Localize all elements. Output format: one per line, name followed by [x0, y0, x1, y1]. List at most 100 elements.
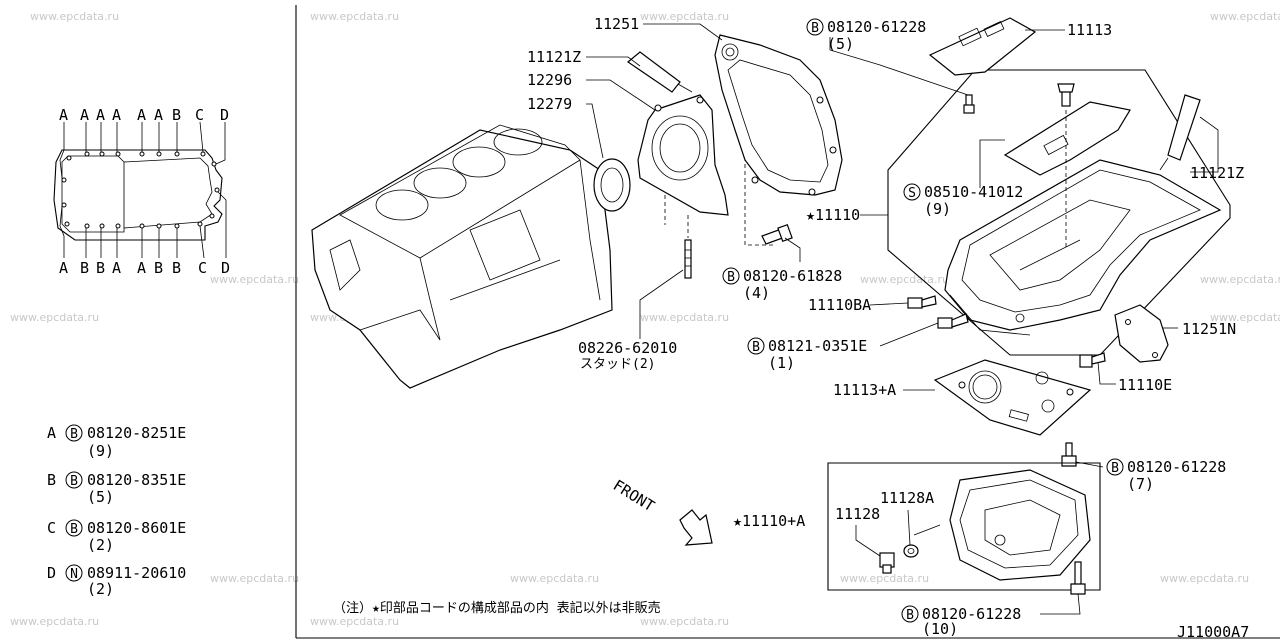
legend-row-a[interactable]: A B 08120-8251E (9)	[47, 424, 186, 460]
watermark: www.epcdata.ru	[640, 311, 729, 324]
watermark: www.epcdata.ru	[310, 10, 399, 23]
callout-08121-0351e[interactable]: 08121-0351E	[768, 337, 867, 355]
callout-leaders	[586, 23, 1219, 615]
watermark: www.epcdata.ru	[1160, 572, 1249, 585]
bolt-08120-61228-top[interactable]	[963, 94, 975, 114]
bolt-11110e[interactable]	[1079, 352, 1106, 368]
watermark: www.epcdata.ru	[640, 615, 729, 628]
legend-qty: (2)	[87, 536, 114, 554]
callout-11110[interactable]: ★11110	[806, 206, 860, 224]
drawing-number: J11000A7	[1177, 623, 1249, 640]
bolt-symbol: B	[811, 21, 819, 36]
bolt-letter: A	[137, 106, 146, 124]
bolt-symbol: B	[752, 340, 760, 355]
bolt-letter: B	[80, 259, 89, 277]
drain-plug-11128[interactable]	[879, 552, 895, 574]
bolt-symbol-icon	[65, 471, 83, 489]
bolt-11110ba[interactable]	[907, 295, 937, 309]
rear-oil-seal[interactable]	[593, 158, 631, 212]
callout-11251[interactable]: 11251	[594, 15, 639, 33]
callout-08120-61228-mid[interactable]: 08120-61228	[1127, 458, 1226, 476]
legend-row-d[interactable]: D N 08911-20610 (2)	[47, 564, 186, 598]
upper-oil-pan[interactable]	[944, 159, 1222, 336]
callout-11113[interactable]: 11113	[1067, 21, 1112, 39]
callout-qty: (4)	[743, 284, 770, 302]
legend-row-b[interactable]: B B 08120-8351E (5)	[47, 471, 186, 506]
bolt-letter: C	[195, 106, 204, 124]
callout-08120-61828[interactable]: 08120-61828	[743, 267, 842, 285]
watermark: www.epcdata.ru	[210, 273, 299, 286]
sealant-tube-right[interactable]	[1159, 94, 1201, 171]
callout-08120-61228-bot[interactable]: 08120-61228	[922, 605, 1021, 623]
callout-11128a[interactable]: 11128A	[880, 489, 934, 507]
sealant-tube-left[interactable]	[627, 51, 693, 93]
bolt-symbol-icon	[65, 424, 83, 442]
bolt-map-leaders	[59, 121, 227, 259]
callout-11121z-left[interactable]: 11121Z	[527, 48, 581, 66]
oil-pan-gasket[interactable]	[933, 359, 1092, 436]
watermark: www.epcdata.ru	[10, 311, 99, 324]
rear-plate[interactable]	[714, 34, 843, 196]
bolt-letter: A	[59, 106, 68, 124]
nut-symbol-icon	[65, 564, 83, 582]
cylinder-bore	[375, 189, 429, 221]
callout-11110ba[interactable]: 11110BA	[808, 296, 871, 314]
callout-11251n[interactable]: 11251N	[1182, 320, 1236, 338]
upper-pan-box	[887, 69, 1231, 356]
bolt-08121-0351e[interactable]	[937, 313, 969, 329]
oil-seal-retainer[interactable]	[637, 94, 729, 216]
cylinder-bore	[493, 128, 543, 156]
baffle-plate-top[interactable]	[928, 17, 1037, 76]
callout-12296[interactable]: 12296	[527, 71, 572, 89]
callout-08120-61228-top[interactable]: 08120-61228	[827, 18, 926, 36]
callout-12279[interactable]: 12279	[527, 95, 572, 113]
cylinder-block[interactable]	[311, 124, 613, 389]
watermark: www.epcdata.ru	[640, 10, 729, 23]
bolt-08120-61228-bot[interactable]	[1070, 561, 1086, 595]
callout-11110a[interactable]: ★11110+A	[733, 512, 805, 530]
cover-11251n[interactable]	[1114, 304, 1169, 363]
bolt-map-bottom-letters: A B B A A B B C D	[59, 259, 230, 277]
pan-inner-sump	[61, 155, 125, 233]
bolt-symbol-icon	[747, 337, 765, 355]
callout-11113a[interactable]: 11113+A	[833, 381, 896, 399]
watermark: www.epcdata.ru	[10, 615, 99, 628]
callout-08226-62010[interactable]: 08226-62010	[578, 339, 677, 357]
callout-qty: (10)	[922, 620, 958, 638]
watermark: www.epcdata.ru	[510, 572, 599, 585]
bolt-holes	[61, 151, 220, 229]
bolt-map-top-letters: A A A A A A B C D	[59, 106, 229, 124]
screw-symbol-icon	[903, 183, 921, 201]
bolt-symbol-icon	[901, 605, 919, 623]
front-arrow: FRONT	[610, 476, 713, 546]
legend-part: 08911-20610	[87, 564, 186, 582]
bolt-legend: A B 08120-8251E (9) B B 08120-8351E (5) …	[47, 424, 186, 598]
drain-washer-11128a[interactable]	[903, 544, 919, 558]
callout-11110e[interactable]: 11110E	[1118, 376, 1172, 394]
legend-key: C	[47, 519, 56, 537]
bolt-letter: A	[96, 106, 105, 124]
callout-11121z-right[interactable]: 11121Z	[1190, 164, 1244, 182]
watermark: www.epcdata.ru	[310, 615, 399, 628]
bolt-08120-61828[interactable]	[761, 223, 793, 245]
bolt-letter: C	[198, 259, 207, 277]
front-label: FRONT	[610, 476, 658, 515]
callout-qty: (1)	[768, 354, 795, 372]
legend-row-c[interactable]: C B 08120-8601E (2)	[47, 519, 186, 554]
callout-08510-41012[interactable]: 08510-41012	[924, 183, 1023, 201]
stud[interactable]	[684, 239, 692, 279]
bolt-symbol-icon	[722, 267, 740, 285]
bolt-letter: A	[154, 106, 163, 124]
callout-qty: (9)	[924, 200, 951, 218]
legend-key: A	[47, 424, 56, 442]
legend-prefix: B	[70, 474, 78, 489]
screw-08510-41012[interactable]	[1057, 83, 1075, 107]
bolt-map: A A A A A A B C D A B B A A B B C D	[53, 106, 230, 277]
bolt-letter: D	[220, 106, 229, 124]
lower-oil-pan[interactable]	[949, 469, 1091, 581]
callout-11128[interactable]: 11128	[835, 505, 880, 523]
screw-symbol: S	[908, 186, 916, 201]
bolt-letter: A	[59, 259, 68, 277]
bolt-symbol-icon	[806, 18, 824, 36]
